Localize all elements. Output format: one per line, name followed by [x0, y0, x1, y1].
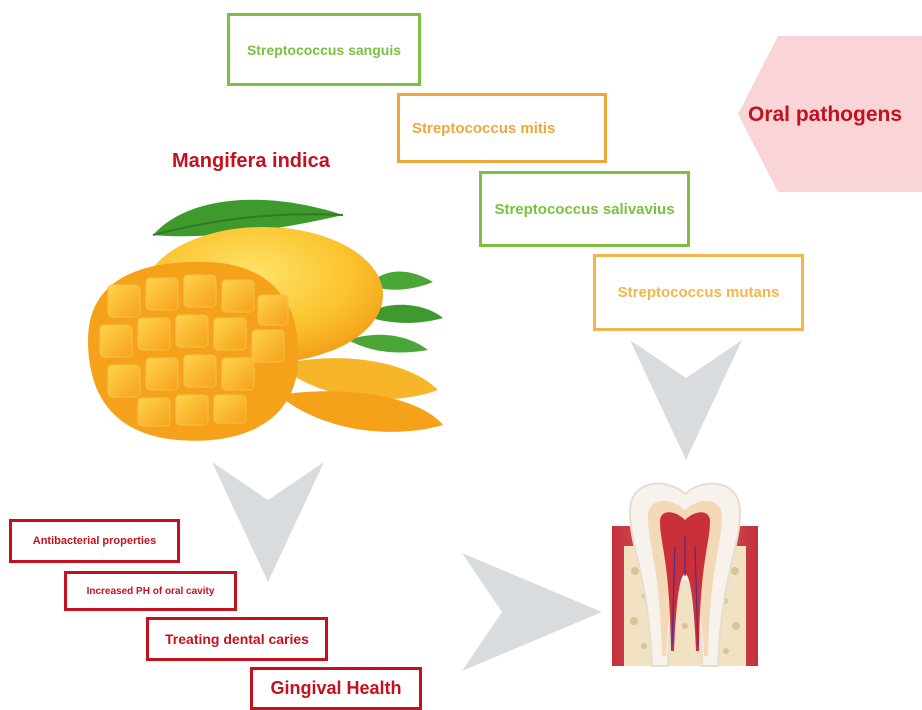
- bacteria-box-mutans: Streptococcus mutans: [593, 254, 804, 331]
- benefit-box-dental-caries: Treating dental caries: [146, 617, 328, 661]
- tooth-cross-section-illustration: [610, 476, 760, 671]
- arrow-down-icon: [630, 340, 742, 460]
- plant-label: Mangifera indica: [172, 150, 330, 173]
- arrow-right-icon: [462, 553, 602, 671]
- bacteria-box-salivavius: Streptococcus salivavius: [479, 171, 690, 247]
- arrow-down-icon: [212, 462, 324, 582]
- mango-illustration: [78, 190, 448, 450]
- benefit-box-ph: Increased PH of oral cavity: [64, 571, 237, 611]
- bacteria-box-sanguis: Streptococcus sanguis: [227, 13, 421, 86]
- bacteria-box-mitis: Streptococcus mitis: [397, 93, 607, 163]
- oral-pathogens-label: Oral pathogens: [748, 103, 902, 127]
- benefit-box-gingival-health: Gingival Health: [250, 667, 422, 710]
- benefit-box-antibacterial: Antibacterial properties: [9, 519, 180, 563]
